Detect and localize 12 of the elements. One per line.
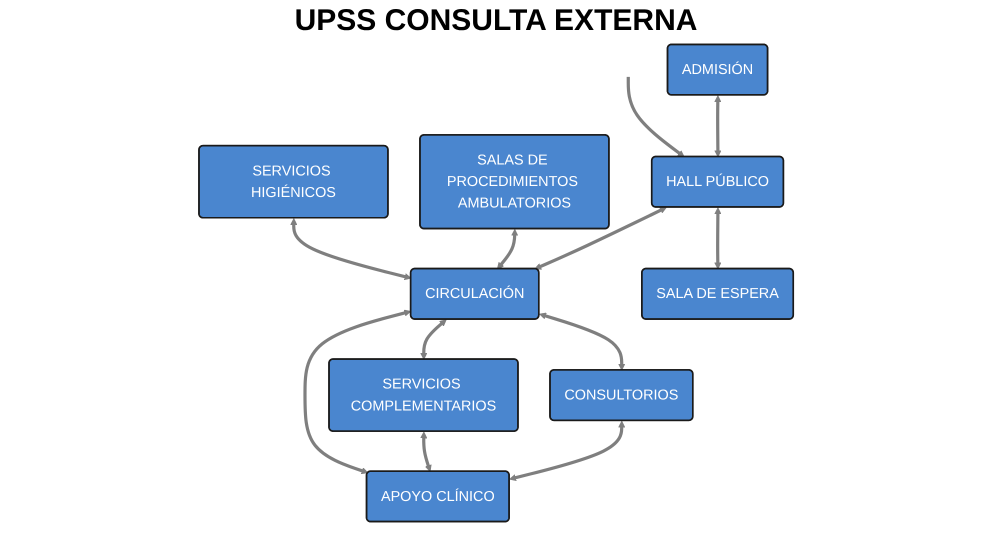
arrow: [539, 312, 626, 371]
arrow: [496, 228, 518, 270]
arrow: [420, 432, 432, 472]
arrow: [714, 95, 722, 158]
diagram-title: UPSS CONSULTA EXTERNA: [294, 4, 698, 38]
arrow: [534, 207, 667, 270]
arrow: [714, 207, 722, 270]
arrow: [290, 218, 412, 280]
arrow: [626, 76, 684, 158]
arrow: [509, 420, 626, 482]
arrow: [420, 319, 447, 360]
arrow: [303, 310, 411, 474]
